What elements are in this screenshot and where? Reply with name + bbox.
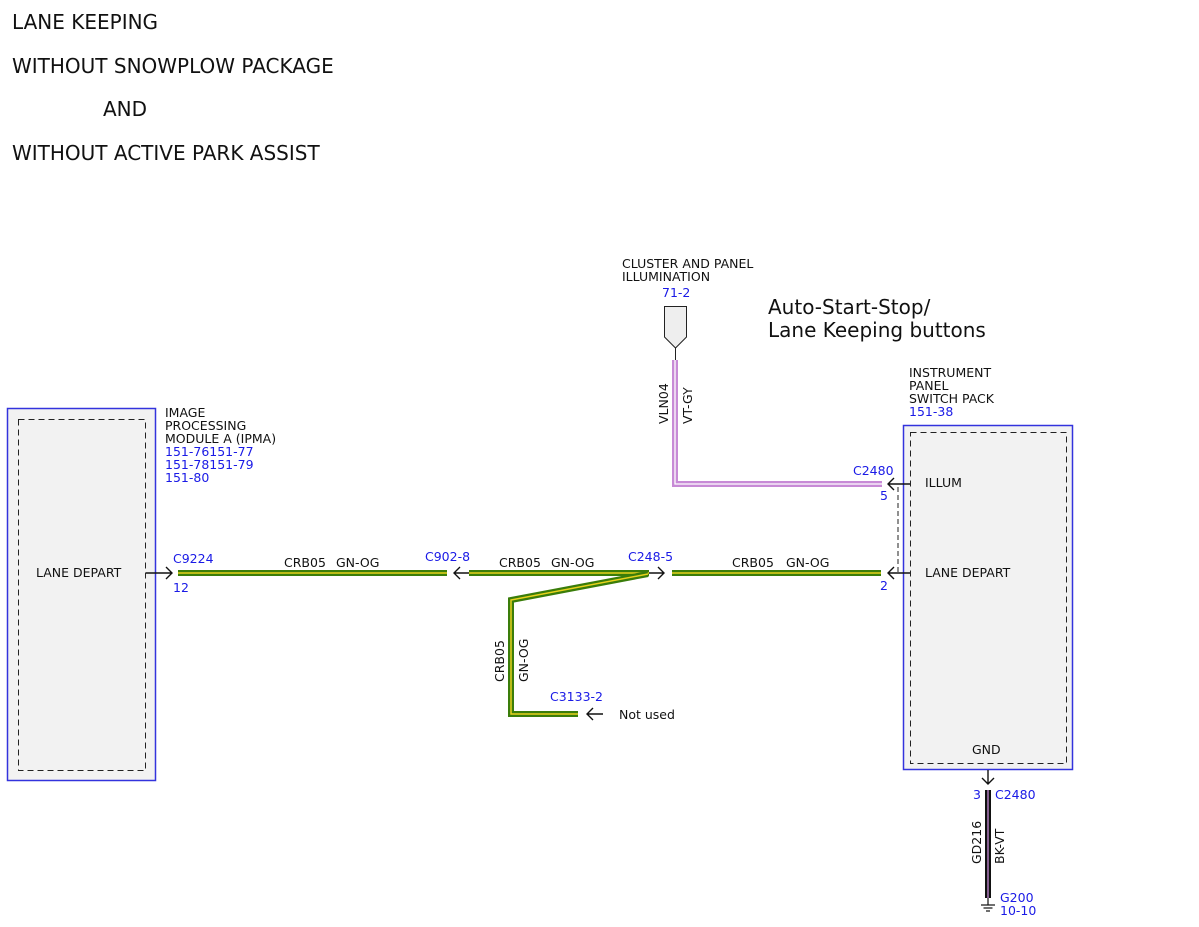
lane-depart-pin-arrow: [887, 566, 910, 580]
wire-seg-1-color: GN-OG: [336, 555, 379, 570]
switch-pack-lane-depart-label: LANE DEPART: [925, 565, 1011, 580]
switch-pack-name-line-1: INSTRUMENT: [909, 365, 991, 380]
ipma-ref-1: 151-76151-77: [165, 444, 254, 459]
switch-pack-title-line-1: Auto-Start-Stop/: [768, 295, 931, 319]
header-line-2: WITHOUT SNOWPLOW PACKAGE: [12, 54, 334, 78]
ipma-name-line-3: MODULE A (IPMA): [165, 431, 276, 446]
illum-connector: C2480: [853, 463, 894, 478]
wire-seg-3-circuit: CRB05: [732, 555, 774, 570]
ipma-module: LANE DEPART: [6, 407, 157, 782]
switch-pack-title-line-2: Lane Keeping buttons: [768, 318, 986, 342]
wire-gd216-circuit: GD216: [969, 821, 984, 864]
ipma-connector: C9224: [173, 551, 214, 566]
c902-connector-symbol: [453, 566, 469, 580]
wire-vln04-circuit: VLN04: [656, 383, 671, 424]
switch-pack-inner-dashed: [910, 432, 1067, 764]
illum-pin-arrow: [887, 477, 910, 491]
gnd-pin: 3: [973, 787, 981, 802]
illumination-name-line-2: ILLUMINATION: [622, 269, 710, 284]
illumination-source-symbol: [664, 306, 687, 349]
wire-seg-3-color: GN-OG: [786, 555, 829, 570]
ipma-pin-arrow: [146, 566, 173, 580]
ipma-pin-label: LANE DEPART: [36, 565, 122, 580]
wire-branch-color: GN-OG: [516, 639, 531, 682]
ground-symbol: [981, 898, 995, 912]
switch-pack-module: ILLUM LANE DEPART GND: [902, 424, 1074, 771]
ipma-name-line-2: PROCESSING: [165, 418, 246, 433]
ipma-ref-2: 151-78151-79: [165, 457, 254, 472]
ground-ref: 10-10: [1000, 903, 1036, 918]
wire-gd216-color: BK-VT: [992, 828, 1007, 864]
lane-depart-pin: 2: [880, 578, 888, 593]
ground-name: G200: [1000, 890, 1034, 905]
switch-pack-name-line-3: SWITCH PACK: [909, 391, 995, 406]
header-line-4: WITHOUT ACTIVE PARK ASSIST: [12, 141, 320, 165]
wire-seg-1-circuit: CRB05: [284, 555, 326, 570]
wire-branch-circuit: CRB05: [492, 640, 507, 682]
wire-seg-2-color: GN-OG: [551, 555, 594, 570]
switch-pack-name-line-2: PANEL: [909, 378, 949, 393]
ipma-ref-3: 151-80: [165, 470, 209, 485]
header-line-1: LANE KEEPING: [12, 10, 158, 34]
illum-pin: 5: [880, 488, 888, 503]
gnd-pin-arrow: [981, 770, 995, 785]
c902-label: C902-8: [425, 549, 470, 564]
switch-pack-gnd-label: GND: [972, 742, 1001, 757]
ipma-name-line-1: IMAGE: [165, 405, 205, 420]
wire-vln04-color: VT-GY: [680, 387, 695, 424]
ipma-pin: 12: [173, 580, 189, 595]
c3133-connector-symbol: [586, 707, 603, 721]
switch-pack-ref: 151-38: [909, 404, 953, 419]
switch-pack-illum-label: ILLUM: [925, 475, 962, 490]
c248-label: C248-5: [628, 549, 673, 564]
wire-crb05-branch: [508, 571, 649, 717]
header-line-3: AND: [103, 97, 147, 121]
c248-connector-symbol: [649, 566, 665, 580]
c3133-label: C3133-2: [550, 689, 603, 704]
gnd-connector: C2480: [995, 787, 1036, 802]
not-used-label: Not used: [619, 707, 675, 722]
ipma-outer-border: [6, 407, 157, 782]
illumination-ref: 71-2: [662, 285, 690, 300]
wire-seg-2-circuit: CRB05: [499, 555, 541, 570]
illumination-name-line-1: CLUSTER AND PANEL: [622, 256, 753, 271]
switch-pack-outer-border: [902, 424, 1074, 771]
ipma-inner-dashed: [18, 419, 146, 771]
wire-vln04: [672, 360, 882, 487]
